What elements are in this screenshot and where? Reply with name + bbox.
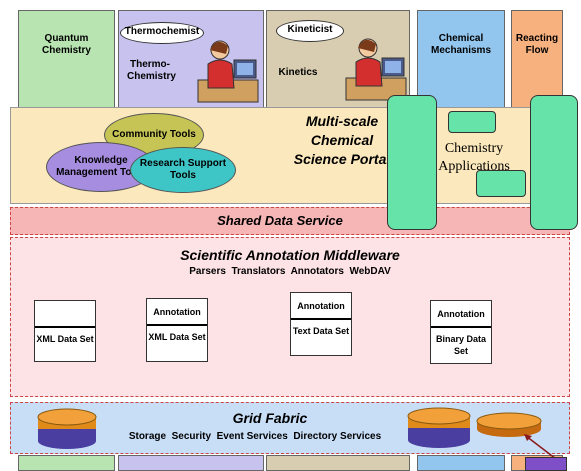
data-set-document[interactable]: Annotation Binary Data Set xyxy=(430,300,492,364)
grid-fabric-band xyxy=(10,402,570,454)
column-quantum-chemistry: Quantum Chemistry xyxy=(18,10,115,120)
database-cylinder-icon xyxy=(407,407,471,448)
column-stub-thermo xyxy=(118,455,264,471)
doc-body: Text Data Set xyxy=(292,326,350,336)
middleware-subtitle: Parsers Translators Annotators WebDAV xyxy=(189,266,391,277)
column-stub-mechanisms xyxy=(417,455,505,471)
database-disk-icon xyxy=(476,412,542,437)
doc-header: Annotation xyxy=(147,299,207,326)
scientist-figure-icon xyxy=(345,38,407,101)
doc-body: XML Data Set xyxy=(36,334,94,344)
doc-body: Binary Data Set xyxy=(435,334,487,356)
grid-fabric-title: Grid Fabric xyxy=(232,410,308,426)
column-label: Quantum Chemistry xyxy=(42,33,91,56)
doc-header: Annotation xyxy=(291,293,351,320)
column-label: Thermo- Chemistry xyxy=(127,59,176,82)
data-set-document[interactable]: XML Data Set xyxy=(34,300,96,362)
application-box[interactable] xyxy=(448,111,496,133)
doc-header xyxy=(35,301,95,328)
data-set-document[interactable]: Annotation XML Data Set xyxy=(146,298,208,362)
column-stub-kinetics xyxy=(266,455,410,471)
application-box[interactable] xyxy=(387,95,437,230)
database-cylinder-icon xyxy=(37,408,97,449)
application-box[interactable] xyxy=(476,170,526,197)
column-stub-quantum xyxy=(18,455,115,471)
application-box[interactable] xyxy=(530,95,578,230)
doc-body: XML Data Set xyxy=(148,332,206,342)
kineticist-bubble: Kineticist xyxy=(276,20,344,42)
thermochemist-bubble: Thermochemist xyxy=(120,22,204,44)
shared-data-service-title: Shared Data Service xyxy=(217,213,343,228)
portal-title: Multi-scale Chemical Science Portal xyxy=(293,113,391,167)
grid-fabric-services: Storage Security Event Services Director… xyxy=(128,431,382,442)
column-label: Reacting Flow xyxy=(515,33,559,56)
data-set-document[interactable]: Annotation Text Data Set xyxy=(290,292,352,356)
doc-header: Annotation xyxy=(431,301,491,328)
scientist-figure-icon xyxy=(197,40,259,103)
column-label: Chemical Mechanisms xyxy=(430,33,492,56)
shared-data-service-band xyxy=(10,207,570,235)
research-support-tools[interactable]: Research Support Tools xyxy=(130,147,236,193)
purple-block xyxy=(525,457,567,471)
middleware-title: Scientific Annotation Middleware xyxy=(180,247,400,263)
column-label: Kinetics xyxy=(278,67,318,78)
